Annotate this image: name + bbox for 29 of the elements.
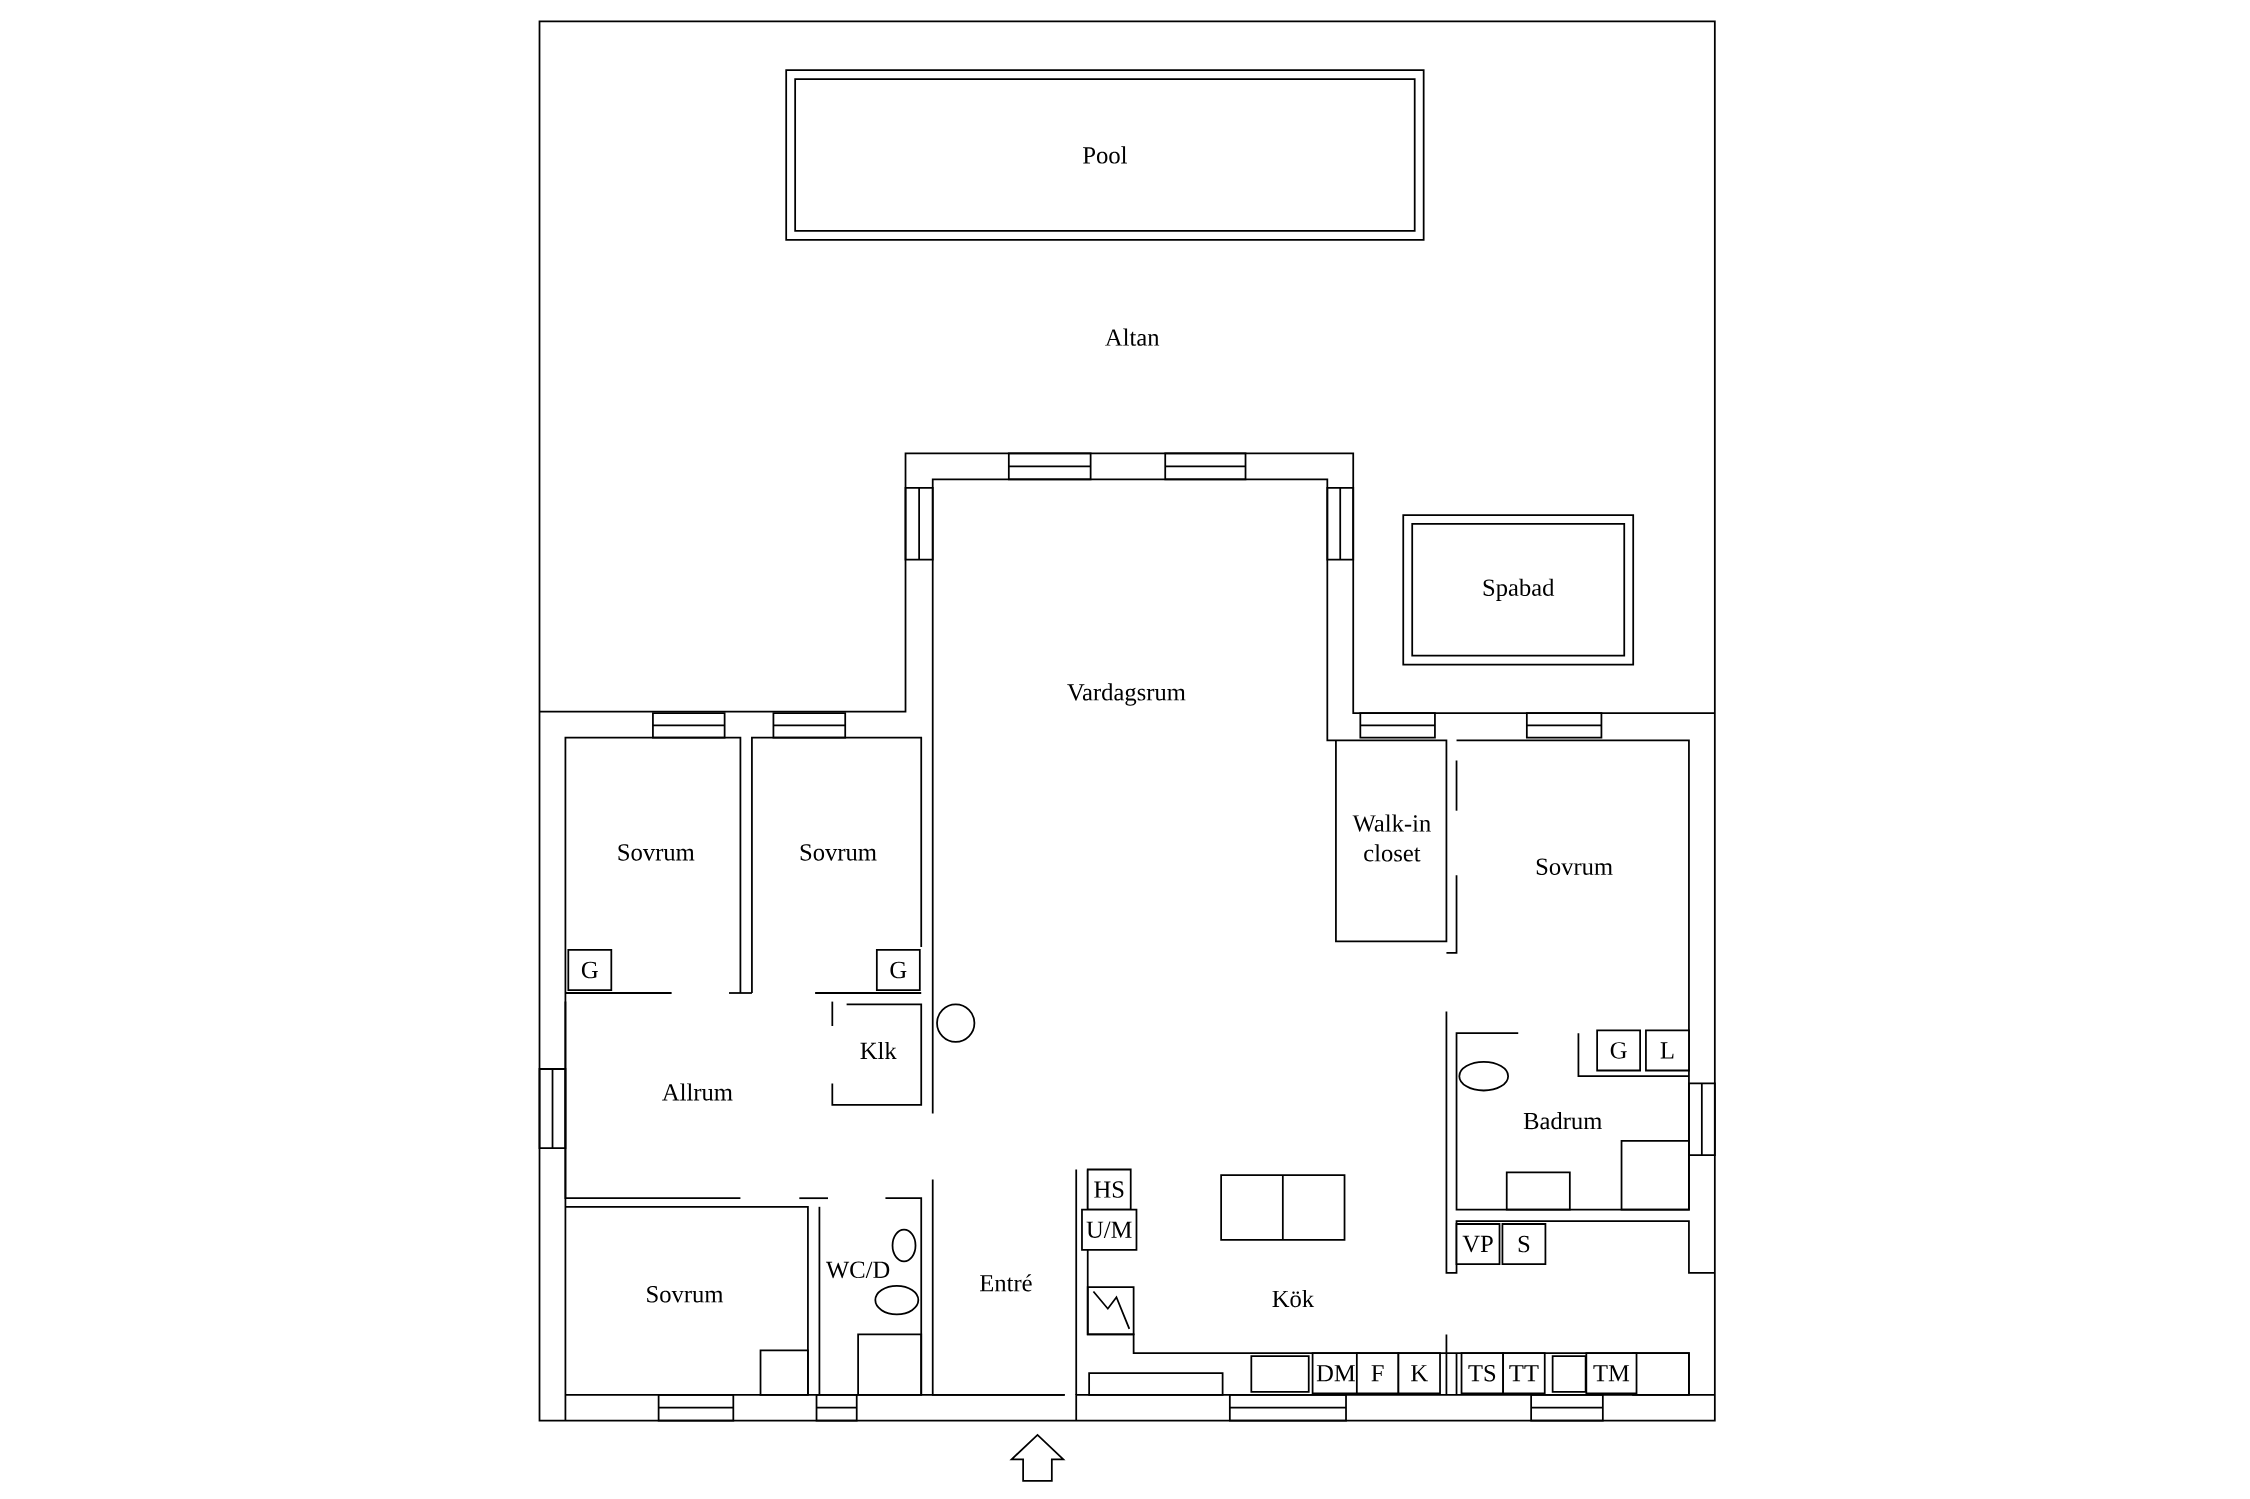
appliance-box: G <box>1596 1029 1641 1072</box>
room-label: Sovrum <box>618 843 695 861</box>
room-label: Altan <box>1105 328 1160 346</box>
room-label: Allrum <box>662 1083 733 1101</box>
room-label: Vardagsrum <box>1067 683 1186 706</box>
room-label: Kök <box>1272 1289 1315 1307</box>
appliance-box: HS <box>1086 1168 1132 1211</box>
appliance-box: G <box>875 948 921 991</box>
appliance-box: G <box>567 948 613 991</box>
appliance-box: L <box>1645 1029 1690 1072</box>
room-label: Klk <box>860 1041 897 1059</box>
room-label: Sovrum <box>800 843 877 861</box>
room-label: Entré <box>980 1273 1032 1292</box>
appliance-box: DM <box>1311 1351 1361 1394</box>
appliance-box: TS <box>1460 1351 1504 1394</box>
room-label: Walk-in closet <box>1352 814 1431 862</box>
appliance-box: K <box>1397 1351 1441 1394</box>
room-label: Sovrum <box>1536 858 1613 875</box>
appliance-box: F <box>1355 1351 1400 1394</box>
appliance-box: TM <box>1585 1351 1638 1394</box>
pool-outline: Spabad <box>1402 513 1635 666</box>
pool-outline: Pool <box>785 69 1425 241</box>
appliance-box: VP <box>1455 1222 1501 1265</box>
appliance-box: S <box>1501 1222 1547 1265</box>
room-label: Badrum <box>1523 1111 1602 1130</box>
room-label: WC/D <box>826 1261 890 1278</box>
room-label: Sovrum <box>647 1285 724 1303</box>
appliance-box: TT <box>1502 1351 1546 1394</box>
appliance-box: U/M <box>1081 1208 1138 1251</box>
